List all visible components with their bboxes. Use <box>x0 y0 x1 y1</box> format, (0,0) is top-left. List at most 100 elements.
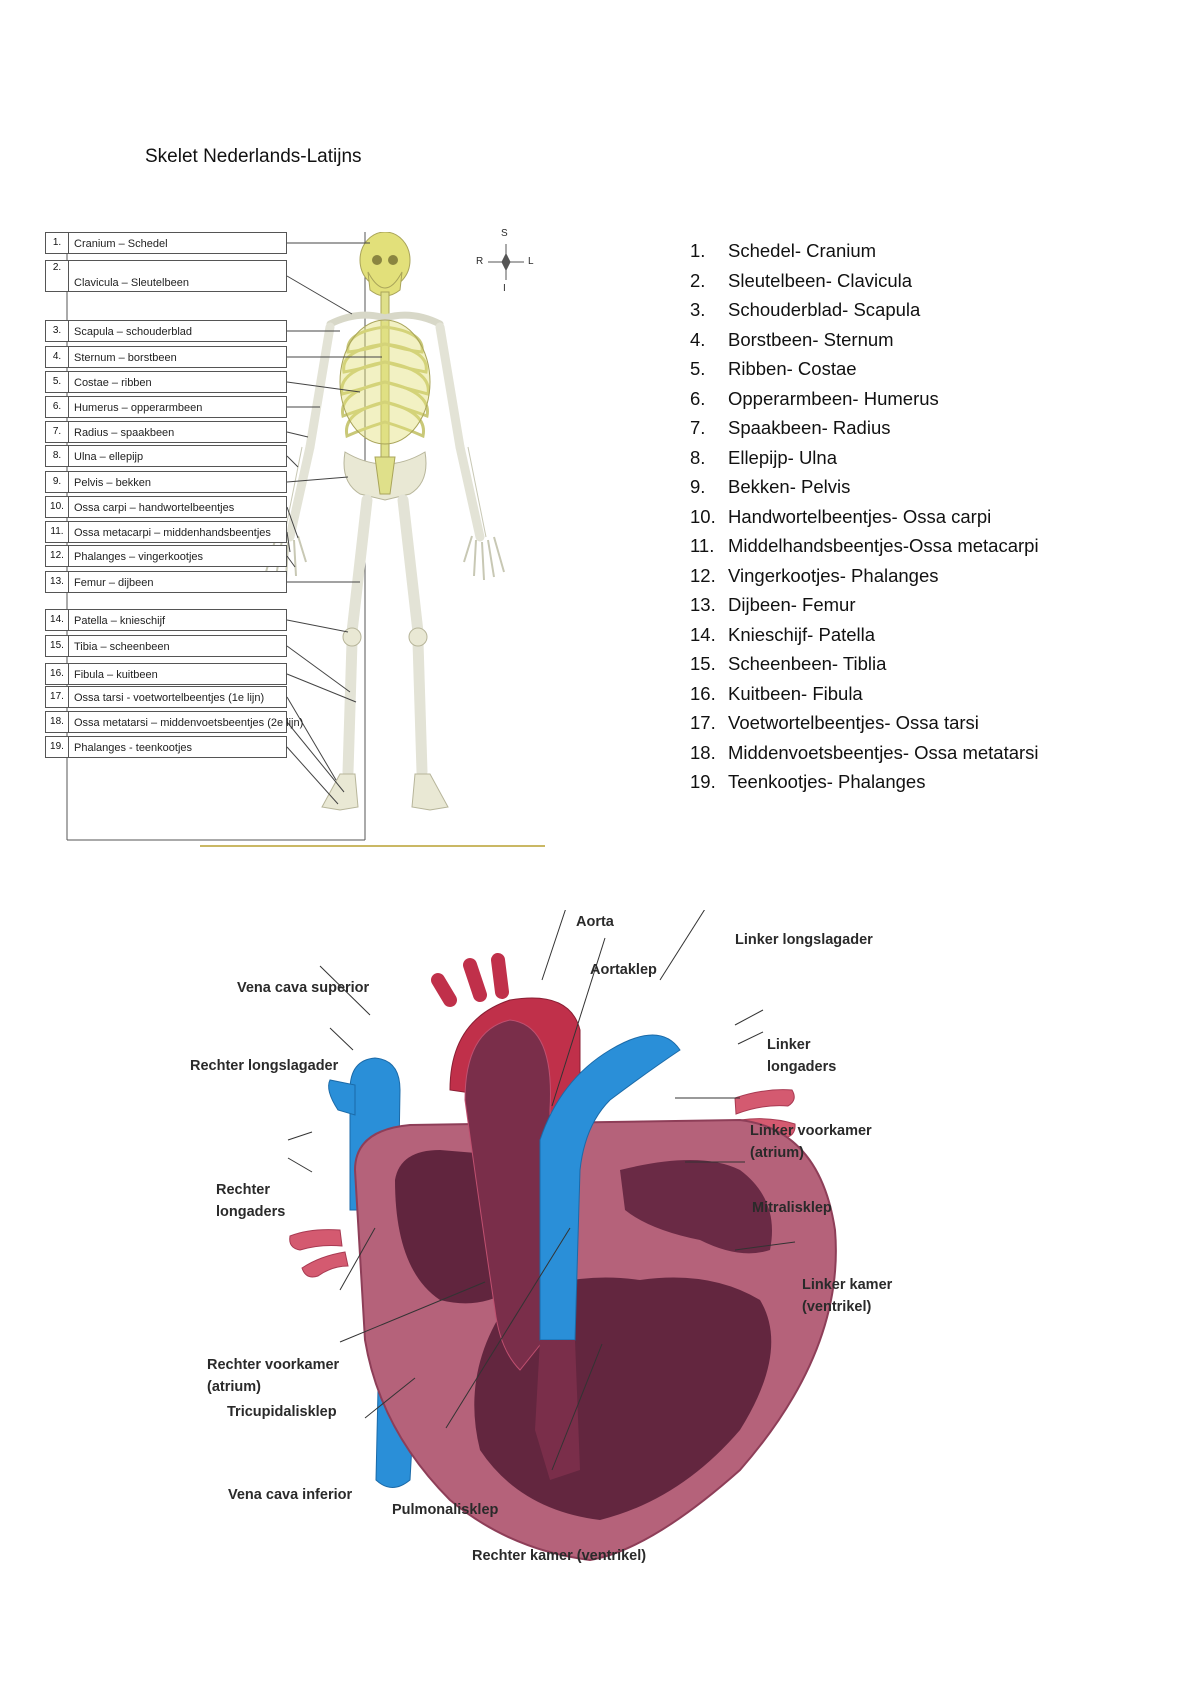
heart-label-tricupidalisklep: Tricupidalisklep <box>227 1404 337 1420</box>
skeleton-label-number: 2. <box>46 261 69 291</box>
compass-label-left: R <box>476 256 484 267</box>
list-item: 13.Dijbeen- Femur <box>690 590 1090 620</box>
list-item-number: 15. <box>690 653 716 674</box>
list-item-number: 19. <box>690 771 716 792</box>
heart-illustration <box>287 910 837 1562</box>
list-item-text: Schedel- Cranium <box>728 240 877 261</box>
compass-icon <box>488 244 524 280</box>
heart-label-rechter-longaders-1: Rechter <box>216 1182 270 1198</box>
skeleton-label-7: 7. Radius – spaakbeen <box>45 421 287 443</box>
list-item: 17.Voetwortelbeentjes- Ossa tarsi <box>690 708 1090 738</box>
list-item-text: Bekken- Pelvis <box>728 476 851 497</box>
skeleton-label-2: 2. Clavicula – Sleutelbeen <box>45 260 287 292</box>
list-item: 1. Schedel- Cranium <box>690 236 1090 266</box>
page-title: Skelet Nederlands-Latijns <box>145 146 362 167</box>
skeleton-label-10: 10.Ossa carpi – handwortelbeentjes <box>45 496 287 518</box>
list-item: 7.Spaakbeen- Radius <box>690 413 1090 443</box>
list-item: 11.Middelhandsbeentjes-Ossa metacarpi <box>690 531 1090 561</box>
skeleton-label-text: Clavicula – Sleutelbeen <box>74 277 189 289</box>
list-item-number: 1. <box>690 240 706 261</box>
skeleton-label-number: 4. <box>46 347 69 367</box>
list-item-number: 3. <box>690 299 706 320</box>
skeleton-label-number: 15. <box>46 636 69 656</box>
list-item: 15. Scheenbeen- Tiblia <box>690 649 1090 679</box>
list-item-text: Opperarmbeen- Humerus <box>728 387 939 409</box>
list-item-text: Kuitbeen- Fibula <box>728 682 863 704</box>
skeleton-label-text: Phalanges – vingerkootjes <box>74 551 204 563</box>
skeleton-label-text: Humerus – opperarmbeen <box>74 402 203 414</box>
list-item-number: 4. <box>690 328 706 350</box>
skeleton-label-11: 11.Ossa metacarpi – middenhandsbeentjes <box>45 521 287 543</box>
skeleton-label-number: 7. <box>46 422 69 442</box>
skeleton-label-number: 16. <box>46 664 69 684</box>
list-item: 6.Opperarmbeen- Humerus <box>690 384 1090 414</box>
skeleton-illustration <box>66 232 545 847</box>
heart-label-linker-longslagader: Linker longslagader <box>735 932 873 948</box>
skeleton-label-number: 8. <box>46 446 69 466</box>
list-item: 9. Bekken- Pelvis <box>690 472 1090 502</box>
skeleton-label-text: Ulna – ellepijp <box>74 451 144 463</box>
list-item-number: 18. <box>690 741 716 763</box>
list-item: 3.Schouderblad- Scapula <box>690 295 1090 325</box>
skeleton-label-number: 5. <box>46 372 69 392</box>
skeleton-label-text: Radius – spaakbeen <box>74 427 175 439</box>
list-item: 5.Ribben- Costae <box>690 354 1090 384</box>
list-item-number: 10. <box>690 505 716 527</box>
skeleton-label-number: 19. <box>46 737 69 757</box>
skeleton-label-text: Phalanges - teenkootjes <box>74 742 193 754</box>
skeleton-label-number: 1. <box>46 233 69 253</box>
list-item-text: Ellepijp- Ulna <box>728 446 837 468</box>
skeleton-label-12: 12. Phalanges – vingerkootjes <box>45 545 287 567</box>
skeleton-label-number: 6. <box>46 397 69 417</box>
skeleton-label-text: Sternum – borstbeen <box>74 352 177 364</box>
skeleton-label-number: 17. <box>46 687 69 707</box>
skeleton-label-number: 12. <box>46 546 69 566</box>
list-item-text: Dijbeen- Femur <box>728 594 856 615</box>
list-item-text: Voetwortelbeentjes- Ossa tarsi <box>728 712 979 733</box>
skeleton-label-13: 13.Femur – dijbeen <box>45 571 287 593</box>
skeleton-label-15: 15. Tibia – scheenbeen <box>45 635 287 657</box>
heart-label-rechter-longslagader: Rechter longslagader <box>190 1058 339 1074</box>
list-item-number: 16. <box>690 682 716 704</box>
heart-label-linker-longaders-1: Linker <box>767 1037 811 1053</box>
skeleton-label-text: Fibula – kuitbeen <box>74 669 158 681</box>
heart-label-rechter-kamer: Rechter kamer (ventrikel) <box>472 1548 647 1564</box>
skeleton-label-number: 14. <box>46 610 69 630</box>
skeleton-label-4: 4. Sternum – borstbeen <box>45 346 287 368</box>
list-item-text: Scheenbeen- Tiblia <box>728 653 887 674</box>
skeleton-label-14: 14. Patella – knieschijf <box>45 609 287 631</box>
heart-label-mitralisklep: Mitralisklep <box>752 1200 832 1216</box>
skeleton-label-text: Scapula – schouderblad <box>74 326 193 338</box>
skeleton-label-8: 8. Ulna – ellepijp <box>45 445 287 467</box>
skeleton-label-text: Cranium – Schedel <box>74 238 168 250</box>
skeleton-label-number: 13. <box>46 572 69 592</box>
skeleton-label-6: 6. Humerus – opperarmbeen <box>45 396 287 418</box>
skeleton-label-16: 16. Fibula – kuitbeen <box>45 663 287 685</box>
heart-label-rechter-voorkamer-1: Rechter voorkamer <box>207 1357 340 1373</box>
heart-label-aortaklep: Aortaklep <box>590 962 657 978</box>
skeleton-label-5: 5.Costae – ribben <box>45 371 287 393</box>
skeleton-label-number: 18. <box>46 712 69 732</box>
list-item: 16. Kuitbeen- Fibula <box>690 679 1090 709</box>
heart-label-linker-voorkamer-1: Linker voorkamer <box>750 1123 872 1139</box>
list-item-number: 14. <box>690 623 716 645</box>
list-item-number: 9. <box>690 476 706 497</box>
skeleton-figure: S R L I 1.Cranium – Schedel 2.Clavicula … <box>40 228 560 854</box>
skeleton-label-text: Patella – knieschijf <box>74 615 166 627</box>
skeleton-label-text: Tibia – scheenbeen <box>74 641 170 653</box>
skeleton-label-17: 17.Ossa tarsi - voetwortelbeentjes (1e l… <box>45 686 287 708</box>
list-item: 19.Teenkootjes- Phalanges <box>690 767 1090 797</box>
skeleton-label-text: Ossa metacarpi – middenhandsbeentjes <box>74 527 271 539</box>
list-item-text: Sleutelbeen- Clavicula <box>728 269 913 291</box>
skeleton-label-number: 9. <box>46 472 69 492</box>
list-item-number: 8. <box>690 446 706 468</box>
skeleton-label-number: 10. <box>46 497 69 517</box>
list-item: 14.Knieschijf- Patella <box>690 620 1090 650</box>
list-item-text: Middelhandsbeentjes-Ossa metacarpi <box>728 535 1039 556</box>
list-item-text: Spaakbeen- Radius <box>728 417 891 438</box>
list-item: 12.Vingerkootjes- Phalanges <box>690 561 1090 591</box>
list-item: 8. Ellepijp- Ulna <box>690 443 1090 473</box>
heart-label-rechter-longaders-2: longaders <box>216 1204 286 1220</box>
heart-label-vena-cava-superior: Vena cava superior <box>237 980 370 996</box>
skeleton-label-18: 18.Ossa metatarsi – middenvoetsbeentjes … <box>45 711 303 733</box>
